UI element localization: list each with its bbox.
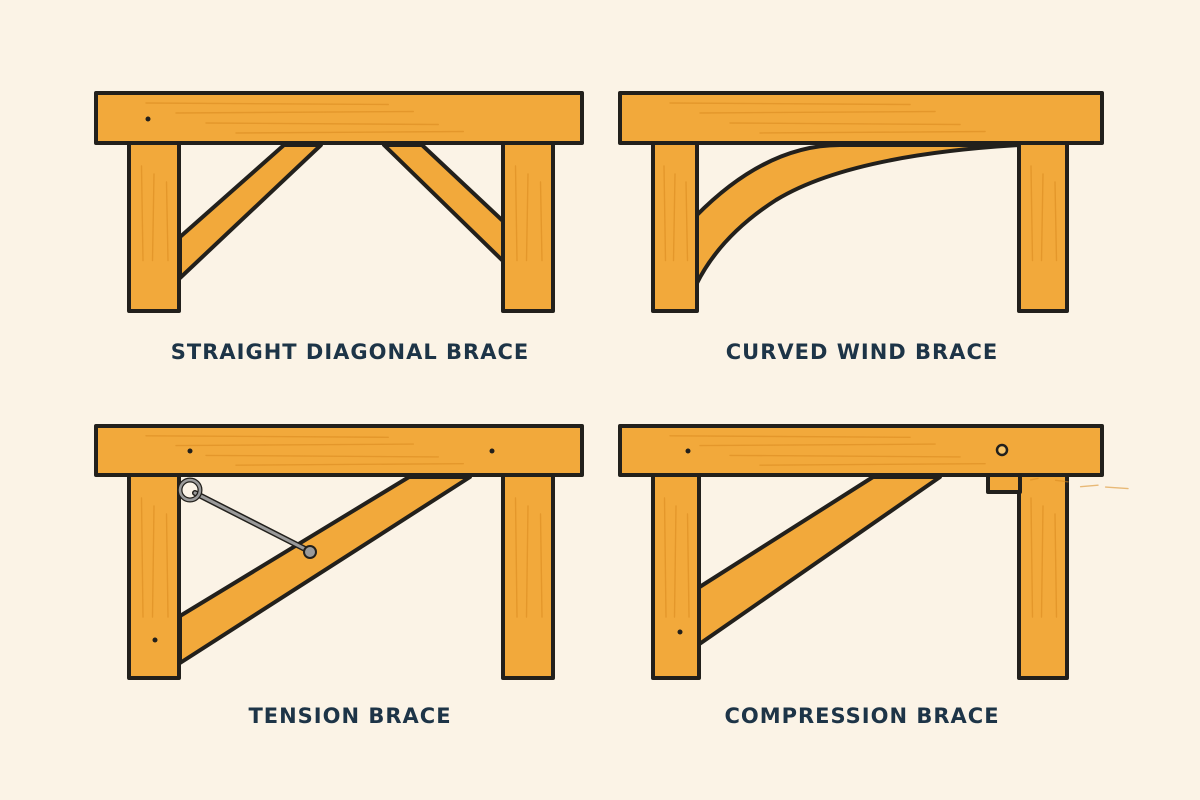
wood-grain-streak xyxy=(1030,497,1034,618)
curved-brace xyxy=(694,143,1022,287)
wood-grain-streak xyxy=(175,110,414,114)
wood-grain-streak xyxy=(759,130,986,134)
wood-grain-streak xyxy=(151,173,155,262)
label-straight-diagonal-brace: STRAIGHT DIAGONAL BRACE xyxy=(170,340,530,364)
peg-hole xyxy=(685,448,691,454)
wood-grain-streak xyxy=(165,513,169,618)
wood-grain-streak xyxy=(140,165,144,262)
wood-grain-streak xyxy=(1040,173,1044,262)
wood-grain-streak xyxy=(729,122,961,126)
wood-grain-streak xyxy=(669,102,911,106)
wood-grain-streak xyxy=(205,122,439,126)
panel-tension xyxy=(94,424,584,680)
wood-grain-streak xyxy=(145,435,389,438)
wood-grain-streak xyxy=(539,513,543,618)
wood-grain-streak xyxy=(1040,505,1044,618)
wood-grain-streak xyxy=(1029,477,1039,481)
peg-hole xyxy=(677,629,683,635)
top-beam xyxy=(618,424,1104,477)
wood-grain-streak xyxy=(669,435,911,438)
wood-grain-streak xyxy=(140,497,144,618)
eye-bolt-ring-inner xyxy=(178,478,202,502)
wood-grain-streak xyxy=(514,165,518,262)
rod-end-nut xyxy=(303,545,317,559)
wood-grain-streak xyxy=(1054,181,1058,262)
wood-grain-streak xyxy=(1030,165,1034,262)
left-diagonal-brace xyxy=(178,143,323,280)
peg-hole xyxy=(489,448,495,454)
panel-compression xyxy=(618,424,1129,680)
label-compression-brace: COMPRESSION BRACE xyxy=(724,704,1000,728)
wood-grain-streak xyxy=(525,505,529,618)
wood-grain-streak xyxy=(672,173,676,262)
wood-grain-streak xyxy=(539,181,543,262)
right-diagonal-brace xyxy=(382,143,506,264)
right-post xyxy=(501,141,555,313)
bolt-head xyxy=(995,443,1009,457)
wood-grain-streak xyxy=(1054,479,1069,483)
wood-grain-streak xyxy=(525,173,529,262)
label-curved-wind-brace: CURVED WIND BRACE xyxy=(725,340,999,364)
panel-curved-wind xyxy=(618,91,1104,313)
wood-grain-streak xyxy=(1104,486,1129,490)
peg-hole xyxy=(145,116,151,122)
right-post xyxy=(1017,141,1069,313)
peg-hole xyxy=(152,637,158,643)
tension-rod xyxy=(193,491,311,553)
wood-grain-streak xyxy=(514,497,518,618)
wood-grain-streak xyxy=(205,454,439,458)
wood-grain-streak xyxy=(673,505,677,618)
wood-grain-streak xyxy=(699,110,936,114)
diagonal-brace xyxy=(696,475,942,647)
panel-straight-diagonal xyxy=(94,91,584,313)
wood-grain-streak xyxy=(686,513,690,618)
top-beam xyxy=(618,91,1104,145)
wood-grain-streak xyxy=(145,102,389,106)
wood-grain-streak xyxy=(235,463,464,466)
bearing-block xyxy=(986,473,1022,494)
wood-grain-streak xyxy=(1079,484,1099,488)
wood-grain-streak xyxy=(699,443,936,447)
wood-grain-streak xyxy=(175,443,414,447)
top-beam xyxy=(94,91,584,145)
label-tension-brace: TENSION BRACE xyxy=(248,704,452,728)
top-beam xyxy=(94,424,584,477)
wood-grain-streak xyxy=(729,454,961,458)
wood-grain-streak xyxy=(663,165,667,262)
wood-grain-streak xyxy=(1054,513,1058,618)
left-post xyxy=(651,141,699,313)
wood-grain-streak xyxy=(759,463,986,466)
wood-grain-streak xyxy=(235,130,464,134)
wood-grain-streak xyxy=(165,181,169,262)
left-post xyxy=(127,141,181,313)
peg-hole xyxy=(187,448,193,454)
wood-grain-streak xyxy=(685,181,689,262)
wood-grain-streak xyxy=(663,497,667,618)
wood-grain-streak xyxy=(151,505,155,618)
